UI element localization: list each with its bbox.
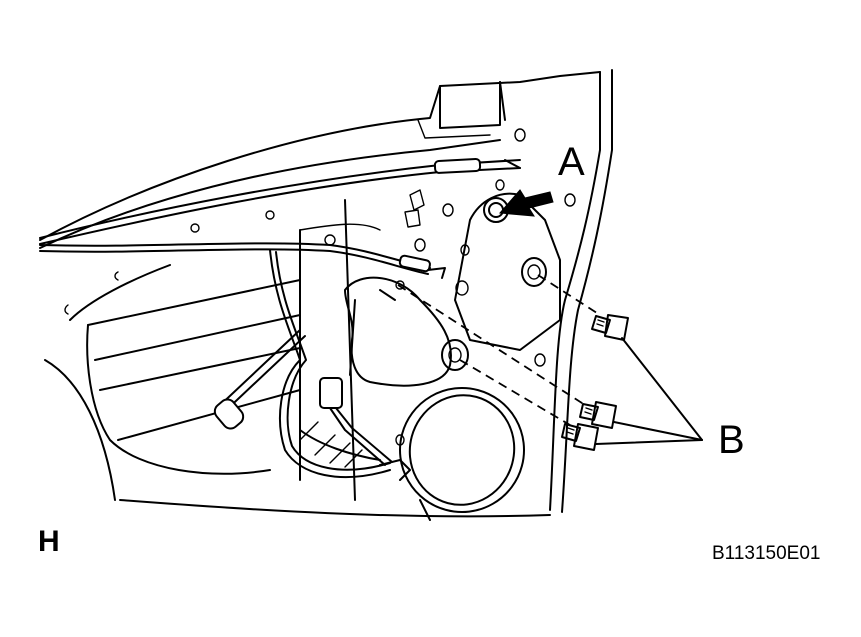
label-b-leaders bbox=[595, 337, 703, 445]
door-cables bbox=[39, 158, 521, 279]
callout-b-label: B bbox=[718, 418, 745, 462]
bolt-alignment-lines bbox=[397, 274, 601, 426]
regulator-motor bbox=[344, 276, 452, 387]
view-label: H bbox=[38, 525, 60, 558]
bolt-b-upper bbox=[591, 314, 629, 341]
callout-a-label: A bbox=[558, 140, 585, 184]
bolt-b-lower bbox=[561, 423, 599, 451]
arrow-a-icon bbox=[498, 189, 554, 217]
speaker-opening bbox=[399, 387, 525, 513]
figure-code: B113150E01 bbox=[712, 543, 821, 564]
wire-harness bbox=[213, 249, 411, 481]
door-inner-panel bbox=[39, 69, 613, 521]
bolt-b-middle bbox=[579, 401, 617, 429]
panel-holes bbox=[64, 128, 576, 446]
regulator-plate bbox=[441, 192, 561, 371]
